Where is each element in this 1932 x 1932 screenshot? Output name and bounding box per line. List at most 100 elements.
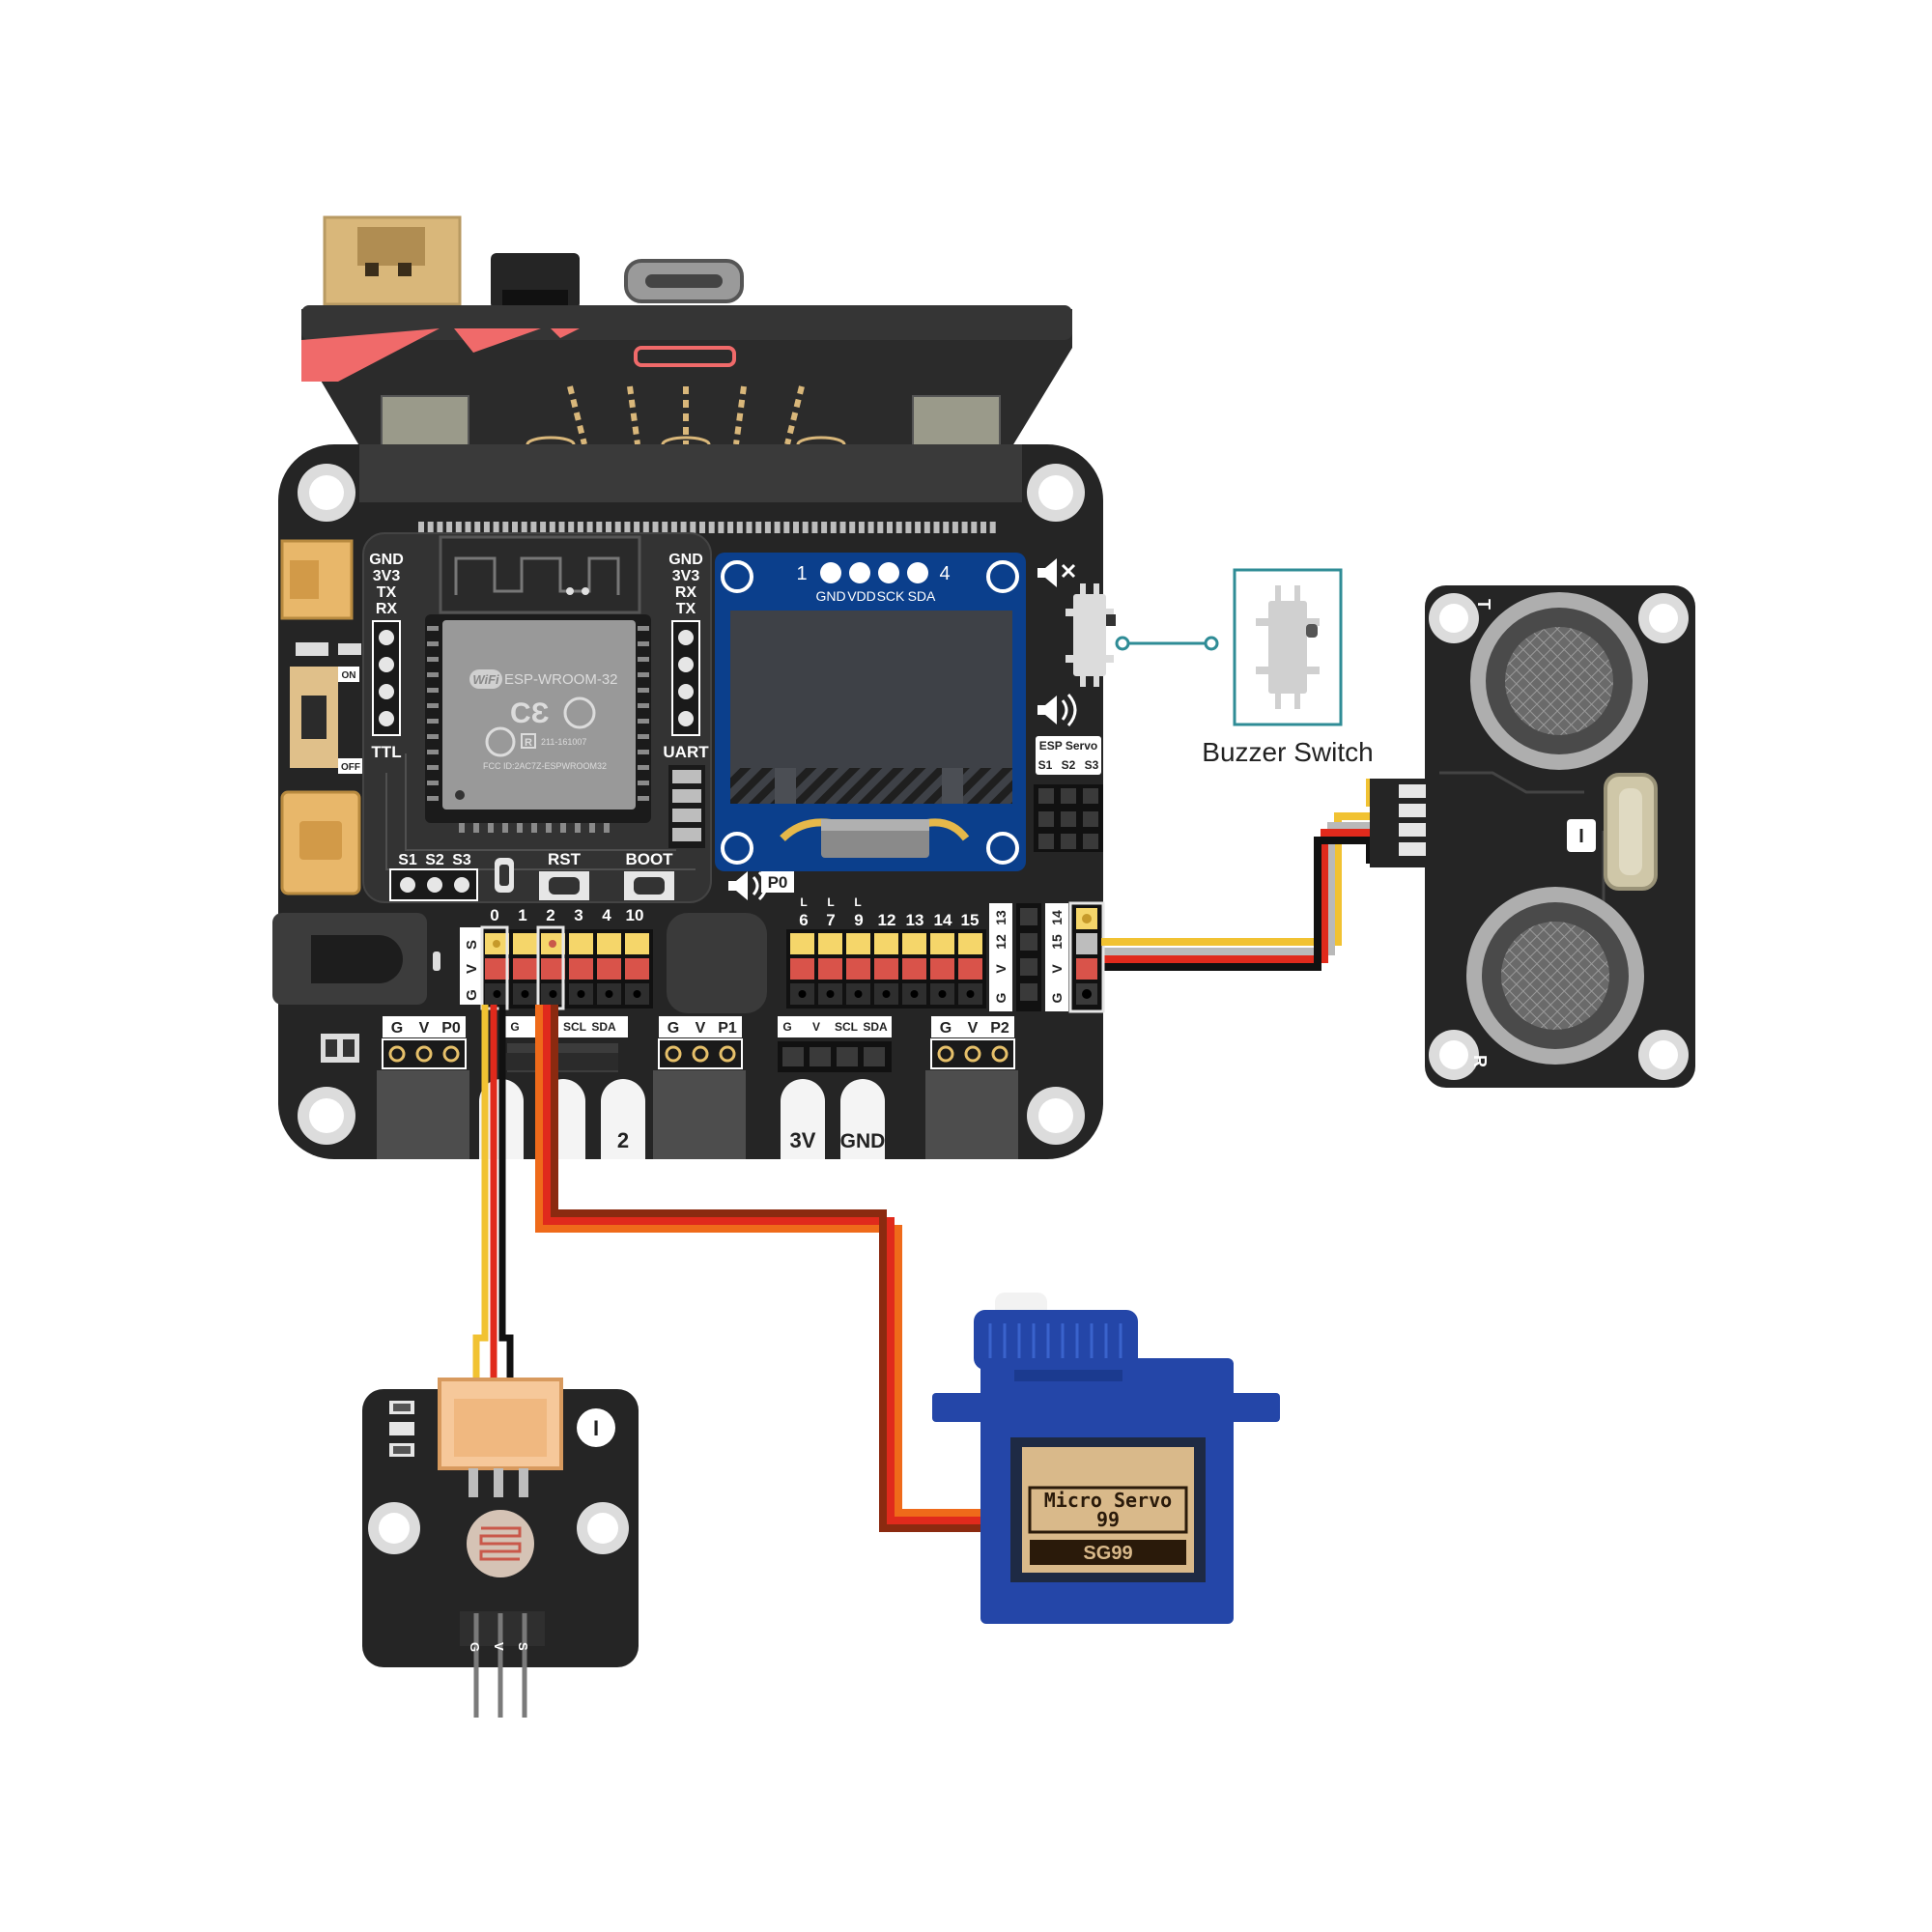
esp-servo-s3: S3 <box>1085 758 1099 772</box>
edge-tooth <box>455 522 462 533</box>
antenna <box>439 535 641 614</box>
rst-label: RST <box>548 850 582 868</box>
wifi-logo: WiFi <box>472 672 499 687</box>
uart-pin-tx: TX <box>676 601 696 617</box>
pin-header-mid: L L L 6 7 9 12 13 14 15 <box>786 895 986 1009</box>
edge-tooth <box>961 522 968 533</box>
buzzer-switch-icon <box>1256 585 1320 709</box>
edge-label-3v: 3V <box>790 1128 816 1152</box>
power-pin <box>902 958 926 980</box>
switch-on-label: ON <box>342 670 356 681</box>
edge-tooth <box>642 522 649 533</box>
microbit-board <box>301 215 1072 465</box>
expansion-board: ON OFF <box>272 215 1116 1159</box>
edge-tooth <box>774 522 781 533</box>
module-cert: 211-161007 <box>541 737 586 747</box>
ground-pin-hole <box>577 990 585 998</box>
ce-mark: CƐ <box>510 697 550 729</box>
servo-select-s1: S1 <box>398 852 417 868</box>
edge-tooth <box>558 522 565 533</box>
light-sensor-parts <box>389 1401 414 1457</box>
port-p0-v: V <box>419 1020 430 1037</box>
edge-tooth <box>586 522 593 533</box>
bottom-ports: G V P0 G SCL SDA G V P1 <box>377 1016 1018 1159</box>
ground-pin-hole <box>798 990 807 998</box>
light-sensor-pin-g: G <box>468 1642 482 1652</box>
pin-mid-l-mark-a: L <box>800 895 807 909</box>
mute-icon <box>1037 558 1057 587</box>
pin-header-side: 13 12 V G 14 15 V G <box>989 901 1105 1013</box>
servo-select-s3: S3 <box>452 852 471 868</box>
ultrasonic-badge: I <box>1578 826 1584 847</box>
board-buzzer-area <box>1037 558 1116 726</box>
transmitter <box>1470 592 1648 770</box>
edge-tooth <box>427 522 434 533</box>
edge-connector-teeth <box>418 522 996 533</box>
port-i2c-mid: G V SCL SDA <box>778 1016 892 1072</box>
light-sensor-badge: I <box>593 1416 599 1440</box>
port-p1-name: P1 <box>718 1020 737 1037</box>
speaker-icon <box>728 871 748 900</box>
r-mark: R <box>525 737 532 749</box>
ttl-pin-tx: TX <box>377 584 397 601</box>
signal-pin <box>958 933 982 954</box>
sound-icon <box>1037 696 1057 724</box>
pin-label-3: 3 <box>574 906 582 924</box>
edge-tooth <box>624 522 631 533</box>
edge-label-2: 2 <box>617 1128 629 1152</box>
port-p0: G V P0 <box>377 1016 469 1159</box>
power-pin <box>513 958 537 980</box>
edge-tooth <box>465 522 471 533</box>
edge-tooth <box>895 522 902 533</box>
rst-button[interactable]: RST <box>539 850 589 900</box>
servo-gear-housing <box>974 1310 1138 1370</box>
oled-pin-first: 1 <box>796 563 807 584</box>
edge-tooth <box>614 522 621 533</box>
mounting-holes <box>298 464 1085 1145</box>
power-pin <box>569 958 593 980</box>
pin-header-base <box>481 929 653 1009</box>
signal-pin <box>930 933 954 954</box>
edge-tooth <box>502 522 509 533</box>
oled-pin-gnd: GND <box>815 588 845 604</box>
gvs-left-v: V <box>464 964 480 974</box>
signal-pin <box>625 933 649 954</box>
servo-label-line1: Micro Servo <box>1044 1489 1172 1512</box>
port-i2c-left-sda: SDA <box>591 1020 616 1034</box>
edge-tooth <box>755 522 762 533</box>
edge-tooth <box>652 522 659 533</box>
edge-tooth <box>530 522 537 533</box>
speaker-p0: P0 <box>728 870 794 901</box>
servo-label-line2: 99 <box>1096 1508 1120 1531</box>
pin-label-2: 2 <box>546 906 554 924</box>
module-fcc: FCC ID:2AC7Z-ESPWROOM32 <box>483 761 607 771</box>
port-p1-v: V <box>696 1020 706 1037</box>
esp-servo-header: ESP Servo S1 S2 S3 <box>1034 736 1103 852</box>
ground-pin-hole <box>882 990 891 998</box>
pin-header-left: 0 1 2 3 4 10 <box>480 906 653 1010</box>
edge-tooth <box>437 522 443 533</box>
pin-label-1: 1 <box>518 906 526 924</box>
edge-tooth <box>736 522 743 533</box>
edge-tooth <box>680 522 687 533</box>
signal-pin <box>818 933 842 954</box>
speaker-p0-label: P0 <box>768 873 788 892</box>
ground-pin-hole <box>938 990 947 998</box>
ttl-pin-gnd: GND <box>369 552 404 568</box>
edge-tooth <box>887 522 893 533</box>
edge-tooth <box>446 522 453 533</box>
edge-tooth <box>802 522 809 533</box>
port-p2: G V P2 <box>925 1016 1018 1159</box>
light-sensor-pin-s: S <box>516 1642 530 1651</box>
esp32-shield <box>442 620 636 810</box>
side-pin-15: 15 <box>1049 934 1065 950</box>
port-p0-name: P0 <box>441 1020 461 1037</box>
edge-tooth <box>915 522 922 533</box>
power-pin <box>790 958 814 980</box>
buzzer-slide-switch[interactable] <box>1065 583 1116 687</box>
side-g-b: G <box>1049 992 1065 1003</box>
gvs-left-g: G <box>464 989 480 1001</box>
signal-pin <box>874 933 898 954</box>
boot-button[interactable]: BOOT <box>624 850 674 900</box>
